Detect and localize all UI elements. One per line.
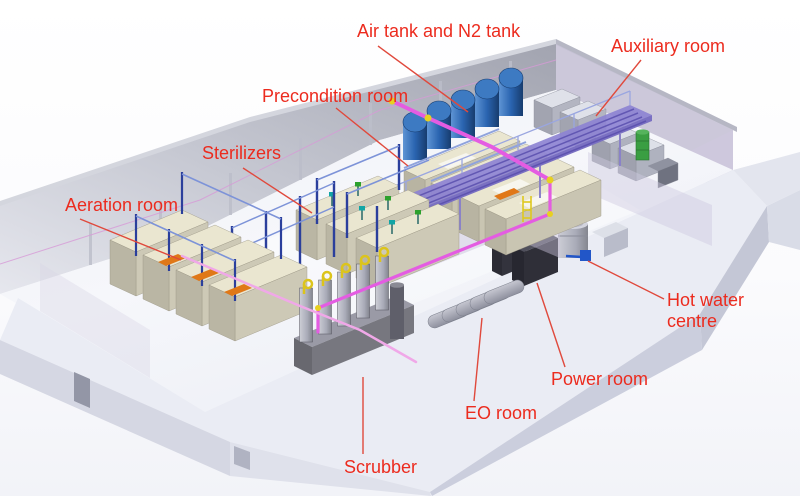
label-auxiliary-room: Auxiliary room: [611, 36, 726, 56]
wall-pipe-line: [0, 59, 557, 265]
magenta-main-pipe: [390, 99, 552, 182]
aeration-orange-slides: [158, 254, 252, 296]
leader-power: [536, 282, 566, 368]
sterilizer-frame: [315, 144, 430, 252]
scrubber-dark-column: [390, 282, 404, 339]
scrubber-unit: [294, 246, 414, 375]
label-aeration-room: Aeration room: [65, 195, 179, 215]
leader-hot-water: [587, 260, 665, 300]
aux-partition-wall: [588, 152, 712, 246]
orange-chute: [494, 188, 520, 200]
leader-precondition: [335, 107, 409, 167]
leader-aeration: [79, 218, 182, 261]
pink-aeration-pipe: [180, 254, 418, 364]
label-sterilizers: Sterilizers: [202, 143, 282, 163]
label-air-tank: Air tank and N2 tank: [357, 21, 521, 41]
door-slot: [234, 446, 250, 470]
leader-sterilizers: [242, 167, 313, 214]
machine-rail: [403, 128, 500, 169]
pipe-elbow-joints: [315, 97, 554, 311]
sterilizer-valves: [329, 182, 421, 234]
label-eo-room: EO room: [465, 403, 538, 423]
n2-green-tank: [635, 129, 650, 161]
eo-room-tanks: [427, 279, 525, 329]
machine-rail: [430, 141, 527, 182]
label-scrubber: Scrubber: [344, 457, 418, 477]
leader-lines: [79, 45, 665, 454]
yellow-ladder: [522, 196, 532, 222]
air-n2-tanks: [402, 67, 524, 160]
label-hot-water-centre: Hot water centre: [667, 290, 745, 332]
scrubber-yellow-pipes: [302, 246, 390, 294]
hot-water-pump: [580, 250, 591, 261]
cut-front-wall: [40, 263, 150, 378]
process-pipes: [180, 97, 554, 364]
leader-air-tank: [377, 45, 469, 113]
magenta-return-pipe: [316, 178, 552, 334]
label-precondition-room: Precondition room: [262, 86, 409, 106]
leader-eo: [473, 317, 483, 402]
label-power-room: Power room: [551, 369, 649, 389]
door-slot: [74, 372, 90, 408]
leader-auxiliary: [595, 59, 642, 117]
